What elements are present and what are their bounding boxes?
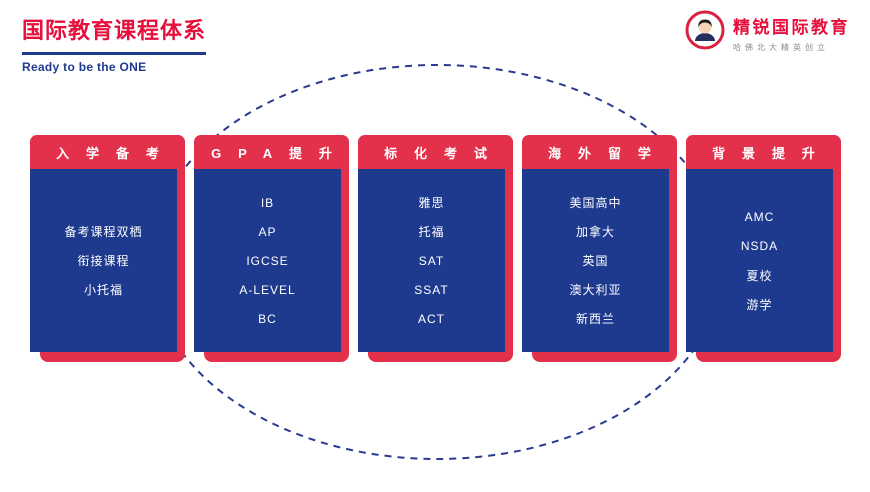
brand-text: 精锐国际教育 哈佛北大精英创立 — [733, 13, 850, 53]
card-item: SSAT — [414, 282, 449, 297]
course-card-2: GPA提升 IB AP IGCSE A-LEVEL BC — [194, 135, 349, 362]
card-item: 英国 — [582, 254, 609, 268]
card-title: GPA提升 — [194, 135, 349, 169]
card-item-list: 美国高中加拿大英国澳大利亚新西兰 — [522, 169, 669, 352]
card-title: 标化考试 — [358, 135, 513, 169]
card-item: 夏校 — [746, 268, 773, 283]
card-item: IGCSE — [246, 253, 289, 268]
card-item: 雅思 — [418, 196, 445, 210]
page-subtitle: Ready to be the ONE — [22, 60, 147, 74]
brand-logo-icon — [685, 10, 725, 55]
card-item: 衔接课程 — [77, 254, 130, 268]
card-item: 托福 — [418, 225, 445, 239]
card-item: 游学 — [746, 297, 773, 312]
card-item: IB — [260, 195, 275, 210]
card-item: A-LEVEL — [239, 282, 296, 297]
page-title: 国际教育课程体系 — [22, 13, 207, 55]
card-item-list: AMC NSDA 夏校游学 — [686, 169, 833, 352]
card-item: 备考课程双栖 — [64, 225, 143, 239]
page-header: 国际教育课程体系 Ready to be the ONE — [22, 13, 207, 74]
card-item: 澳大利亚 — [569, 283, 622, 297]
brand-slogan: 哈佛北大精英创立 — [733, 42, 829, 52]
card-item: 加拿大 — [575, 225, 615, 239]
course-card-3: 标化考试雅思托福 SAT SSAT ACT — [358, 135, 513, 362]
course-card-5: 背景提升 AMC NSDA 夏校游学 — [686, 135, 841, 362]
card-item: ACT — [418, 311, 445, 326]
card-item-list: 备考课程双栖衔接课程小托福 — [30, 169, 177, 352]
card-item-list: 雅思托福 SAT SSAT ACT — [358, 169, 505, 352]
card-item: NSDA — [740, 239, 779, 253]
card-title: 海外留学 — [522, 135, 677, 169]
course-card-1: 入学备考备考课程双栖衔接课程小托福 — [30, 135, 185, 362]
card-item: 美国高中 — [569, 196, 622, 210]
cards-row: 入学备考备考课程双栖衔接课程小托福 GPA提升 IB AP IGCSE A-LEVEL BC… — [30, 135, 841, 362]
course-card-4: 海外留学美国高中加拿大英国澳大利亚新西兰 — [522, 135, 677, 362]
card-item: AP — [258, 224, 277, 239]
card-item: 新西兰 — [575, 312, 615, 326]
card-item: BC — [258, 311, 277, 326]
card-item-list: IB AP IGCSE A-LEVEL BC — [194, 169, 341, 352]
brand: 精锐国际教育 哈佛北大精英创立 — [685, 10, 850, 55]
card-title: 入学备考 — [30, 135, 185, 169]
card-item: SAT — [418, 253, 445, 268]
card-item: 小托福 — [83, 283, 123, 297]
card-item: AMC — [744, 210, 775, 224]
card-title: 背景提升 — [686, 135, 841, 169]
brand-name: 精锐国际教育 — [733, 17, 850, 37]
